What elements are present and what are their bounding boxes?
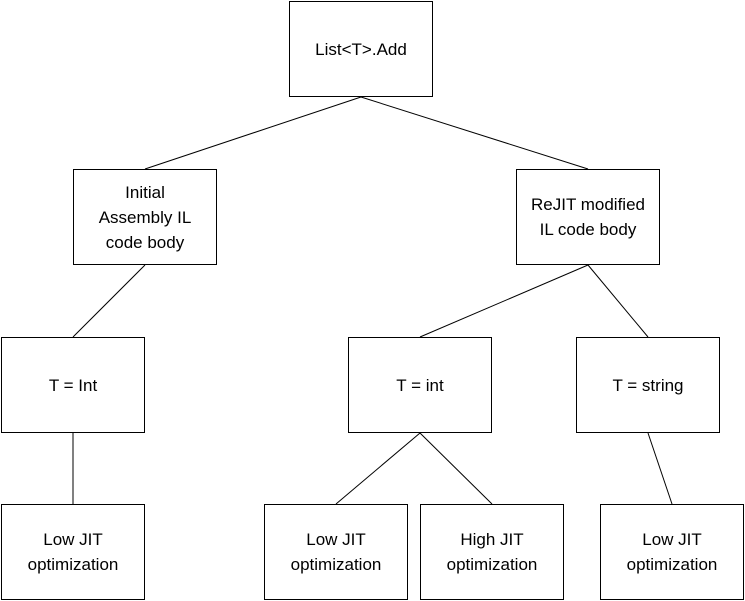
- node-high-jit-rejit-int: High JIT optimization: [420, 504, 564, 600]
- node-label: High JIT optimization: [446, 530, 538, 574]
- node-label: T = Int: [48, 375, 98, 395]
- edge-tint-rejit-low: [335, 432, 421, 505]
- edge-tint-rejit-high: [419, 432, 493, 505]
- edge-root-rejit: [360, 96, 589, 170]
- node-low-jit-rejit-int: Low JIT optimization: [264, 504, 408, 600]
- node-label: T = string: [612, 375, 684, 395]
- edge-root-initial: [144, 96, 362, 170]
- node-low-jit-rejit-string: Low JIT optimization: [600, 504, 744, 600]
- node-t-int-initial: T = Int: [1, 337, 145, 433]
- node-t-string-rejit: T = string: [576, 337, 720, 433]
- edge-rejit-tint: [419, 264, 589, 338]
- node-label: ReJIT modified IL code body: [530, 195, 645, 239]
- node-label: Low JIT optimization: [290, 530, 382, 574]
- node-initial-assembly-il: Initial Assembly IL code body: [73, 169, 217, 265]
- node-label: Low JIT optimization: [27, 530, 119, 574]
- edge-rejit-tstring: [587, 264, 649, 338]
- node-label: T = int: [396, 375, 444, 395]
- edge-tstring-low: [647, 432, 673, 505]
- edge-initial-tint: [72, 264, 146, 338]
- node-t-int-rejit: T = int: [348, 337, 492, 433]
- node-label: Initial Assembly IL code body: [98, 182, 192, 252]
- node-label: List<T>.Add: [315, 39, 407, 59]
- node-label: Low JIT optimization: [626, 530, 718, 574]
- node-list-add: List<T>.Add: [289, 1, 433, 97]
- node-rejit-modified-il: ReJIT modified IL code body: [516, 169, 660, 265]
- node-low-jit-initial: Low JIT optimization: [1, 504, 145, 600]
